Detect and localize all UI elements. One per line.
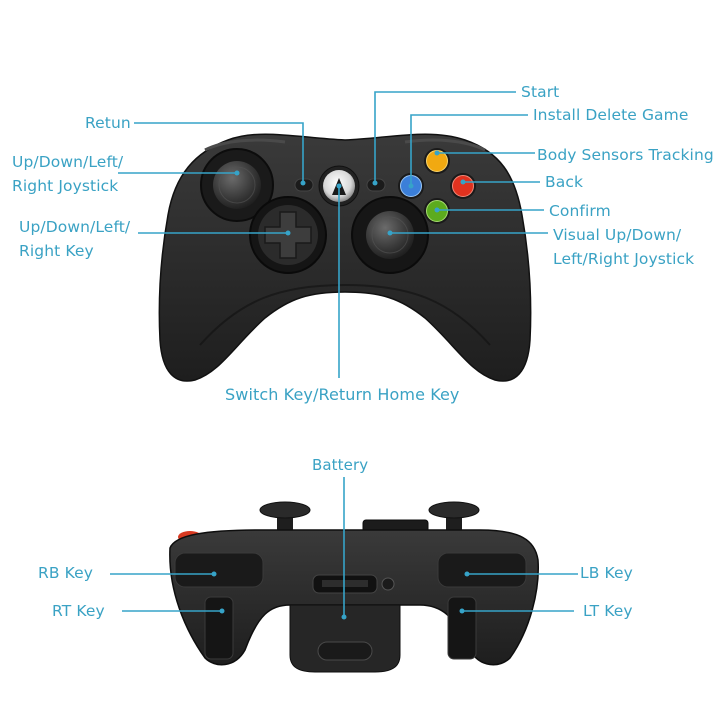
front-callout-lines bbox=[118, 91, 548, 378]
rb-bumper[interactable] bbox=[174, 552, 264, 588]
rt-trigger[interactable] bbox=[204, 596, 234, 660]
label-rb-key: RB Key bbox=[38, 564, 94, 582]
label-body-sensors-tracking: Body Sensors Tracking bbox=[537, 146, 714, 164]
label-left-joystick: Up/Down/Left/ Right Joystick bbox=[12, 150, 123, 198]
label-install-delete-game: Install Delete Game bbox=[533, 106, 689, 124]
label-battery: Battery bbox=[312, 456, 369, 474]
label-confirm: Confirm bbox=[549, 202, 611, 220]
face-button-y[interactable] bbox=[424, 148, 450, 174]
label-visual-joystick-line1: Visual Up/Down/ bbox=[553, 226, 682, 244]
label-back: Back bbox=[545, 173, 584, 191]
label-lt-key: LT Key bbox=[583, 602, 633, 620]
lt-trigger[interactable] bbox=[447, 596, 477, 660]
label-visual-joystick: Visual Up/Down/ Left/Right Joystick bbox=[553, 223, 694, 271]
label-lb-key: LB Key bbox=[580, 564, 633, 582]
label-dpad: Up/Down/Left/ Right Key bbox=[19, 215, 130, 263]
label-left-joystick-line1: Up/Down/Left/ bbox=[12, 153, 124, 171]
battery-pack[interactable] bbox=[289, 604, 401, 673]
label-start: Start bbox=[521, 83, 560, 101]
front-controller bbox=[158, 133, 532, 382]
label-rt-key: RT Key bbox=[52, 602, 105, 620]
top-controller bbox=[169, 501, 539, 673]
front-callout-dots bbox=[234, 150, 466, 236]
label-dpad-line1: Up/Down/Left/ bbox=[19, 218, 131, 236]
label-dpad-line2: Right Key bbox=[19, 242, 94, 260]
face-button-b[interactable] bbox=[450, 173, 476, 199]
top-right-stick bbox=[428, 501, 480, 532]
label-switch-home-key: Switch Key/Return Home Key bbox=[225, 385, 460, 404]
label-left-joystick-line2: Right Joystick bbox=[12, 177, 119, 195]
top-left-stick bbox=[259, 501, 311, 532]
label-retun: Retun bbox=[85, 114, 131, 132]
top-callout-lines bbox=[110, 477, 578, 617]
label-visual-joystick-line2: Left/Right Joystick bbox=[553, 250, 695, 268]
lb-bumper[interactable] bbox=[437, 552, 527, 588]
top-callout-dots bbox=[211, 571, 470, 620]
